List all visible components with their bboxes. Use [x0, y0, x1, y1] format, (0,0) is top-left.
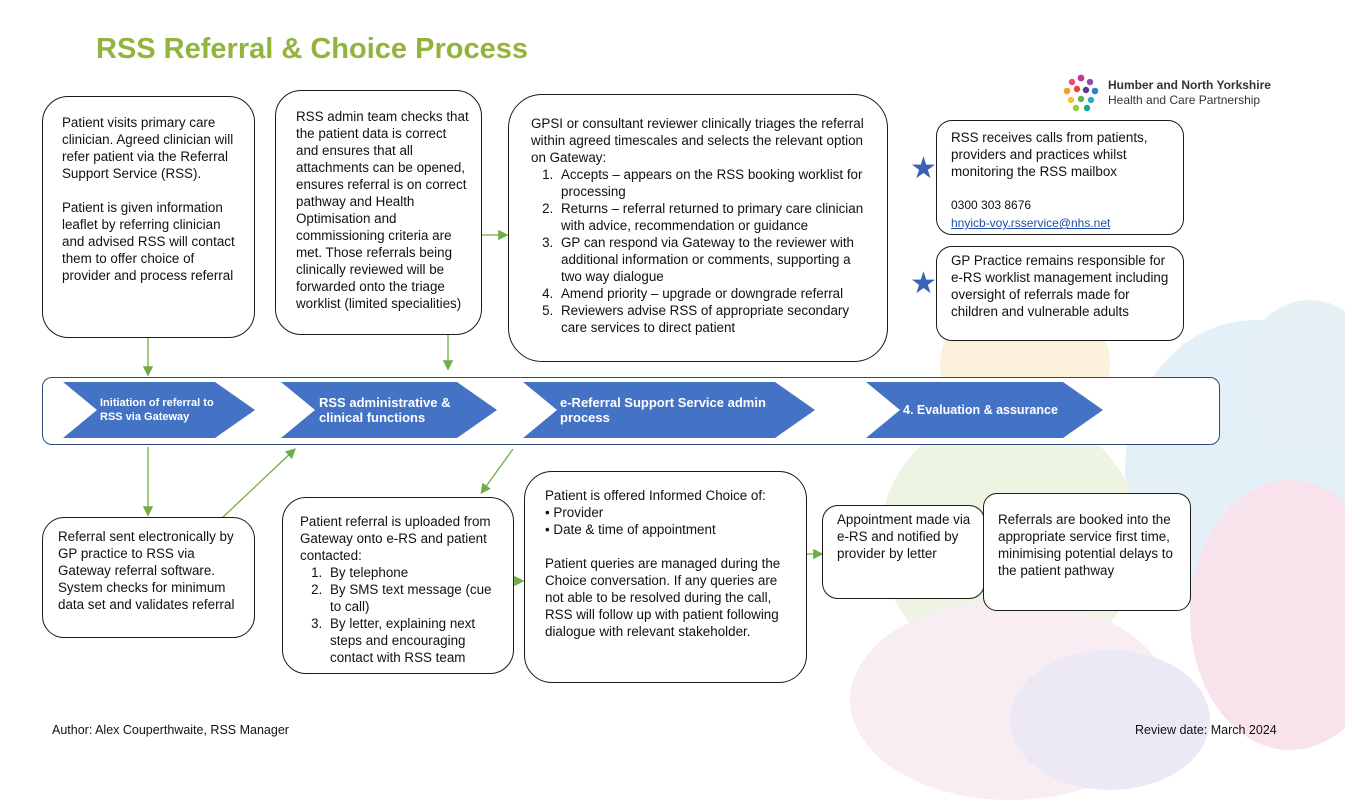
stage-chevron-3	[523, 382, 815, 438]
patient-visit-box: Patient visits primary care clinician. A…	[42, 96, 255, 338]
referral-sent-box: Referral sent electronically by GP pract…	[42, 517, 255, 638]
contact-method: By telephone	[326, 564, 503, 581]
partnership-logo-icon	[1063, 74, 1099, 112]
referral-sent-text: Referral sent electronically by GP pract…	[58, 529, 235, 612]
partnership-logo: Humber and North Yorkshire Health and Ca…	[1060, 72, 1290, 114]
appointment-box: Appointment made via e-RS and notified b…	[822, 505, 985, 599]
stage-label-text: Initiation of referral to RSS via Gatewa…	[100, 397, 214, 423]
triage-options-list: Accepts – appears on the RSS booking wor…	[531, 166, 875, 336]
referral-uploaded-box: Patient referral is uploaded from Gatewa…	[282, 497, 514, 674]
triage-option: Amend priority – upgrade or downgrade re…	[557, 285, 875, 302]
stage-label-1: Initiation of referral to RSS via Gatewa…	[100, 382, 220, 438]
stage-chevron-1	[63, 382, 255, 438]
arrow	[221, 448, 296, 519]
booked-text: Referrals are booked into the appropriat…	[998, 512, 1173, 578]
informed-choice-intro: Patient is offered Informed Choice of:	[545, 488, 766, 503]
stage-label-text: RSS administrative & clinical functions	[319, 395, 451, 425]
star-icon: ★	[910, 152, 937, 185]
arrow	[480, 448, 514, 495]
choice-options-list: • Provider • Date & time of appointment	[545, 504, 796, 538]
star-icon: ★	[910, 267, 937, 300]
triage-intro: GPSI or consultant reviewer clinically t…	[531, 116, 864, 165]
patient-visit-text: Patient visits primary care clinician. A…	[62, 115, 234, 181]
stage-label-text: 4. Evaluation & assurance	[903, 402, 1058, 417]
triage-option: Returns – referral returned to primary c…	[557, 200, 875, 234]
admin-checks-box: RSS admin team checks that the patient d…	[275, 90, 482, 335]
logo-line-1: Humber and North Yorkshire	[1108, 78, 1271, 92]
stage-chevron-4	[866, 382, 1103, 438]
referral-uploaded-intro: Patient referral is uploaded from Gatewa…	[300, 514, 491, 563]
stage-chevron-2	[281, 382, 497, 438]
informed-choice-box: Patient is offered Informed Choice of: •…	[524, 471, 807, 683]
logo-line-2: Health and Care Partnership	[1108, 93, 1261, 107]
decorative-blob	[1240, 300, 1345, 460]
triage-option: Accepts – appears on the RSS booking wor…	[557, 166, 875, 200]
contact-method: By letter, explaining next steps and enc…	[326, 615, 503, 666]
rss-calls-text: RSS receives calls from patients, provid…	[951, 130, 1148, 179]
booked-box: Referrals are booked into the appropriat…	[983, 493, 1191, 611]
page-title: RSS Referral & Choice Process	[96, 33, 528, 65]
contact-method: By SMS text message (cue to call)	[326, 581, 503, 615]
contact-methods-list: By telephone By SMS text message (cue to…	[300, 564, 503, 666]
gp-practice-text: GP Practice remains responsible for e-RS…	[951, 253, 1169, 319]
informed-choice-text: Patient queries are managed during the C…	[545, 556, 781, 639]
patient-visit-text-2: Patient is given information leaflet by …	[62, 200, 235, 283]
stage-label-text: e-Referral Support Service admin process	[560, 395, 766, 425]
rss-calls-box: RSS receives calls from patients, provid…	[936, 120, 1184, 235]
author-credit: Author: Alex Couperthwaite, RSS Manager	[52, 723, 289, 737]
stage-label-3: e-Referral Support Service admin process	[560, 382, 775, 438]
gp-practice-box: GP Practice remains responsible for e-RS…	[936, 246, 1184, 341]
triage-box: GPSI or consultant reviewer clinically t…	[508, 94, 888, 362]
rss-email-link[interactable]: hnyicb-voy.rsservice@nhs.net	[951, 216, 1111, 230]
choice-option: • Provider	[545, 505, 604, 520]
stage-label-4: 4. Evaluation & assurance	[903, 382, 1068, 438]
decorative-blob	[1190, 480, 1345, 750]
triage-option: Reviewers advise RSS of appropriate seco…	[557, 302, 875, 336]
admin-checks-text: RSS admin team checks that the patient d…	[296, 109, 469, 311]
appointment-text: Appointment made via e-RS and notified b…	[837, 512, 971, 561]
stage-label-2: RSS administrative & clinical functions	[319, 382, 459, 438]
choice-option: • Date & time of appointment	[545, 522, 716, 537]
triage-option: GP can respond via Gateway to the review…	[557, 234, 875, 285]
rss-phone: 0300 303 8676	[951, 198, 1032, 212]
review-date: Review date: March 2024	[1135, 723, 1277, 737]
